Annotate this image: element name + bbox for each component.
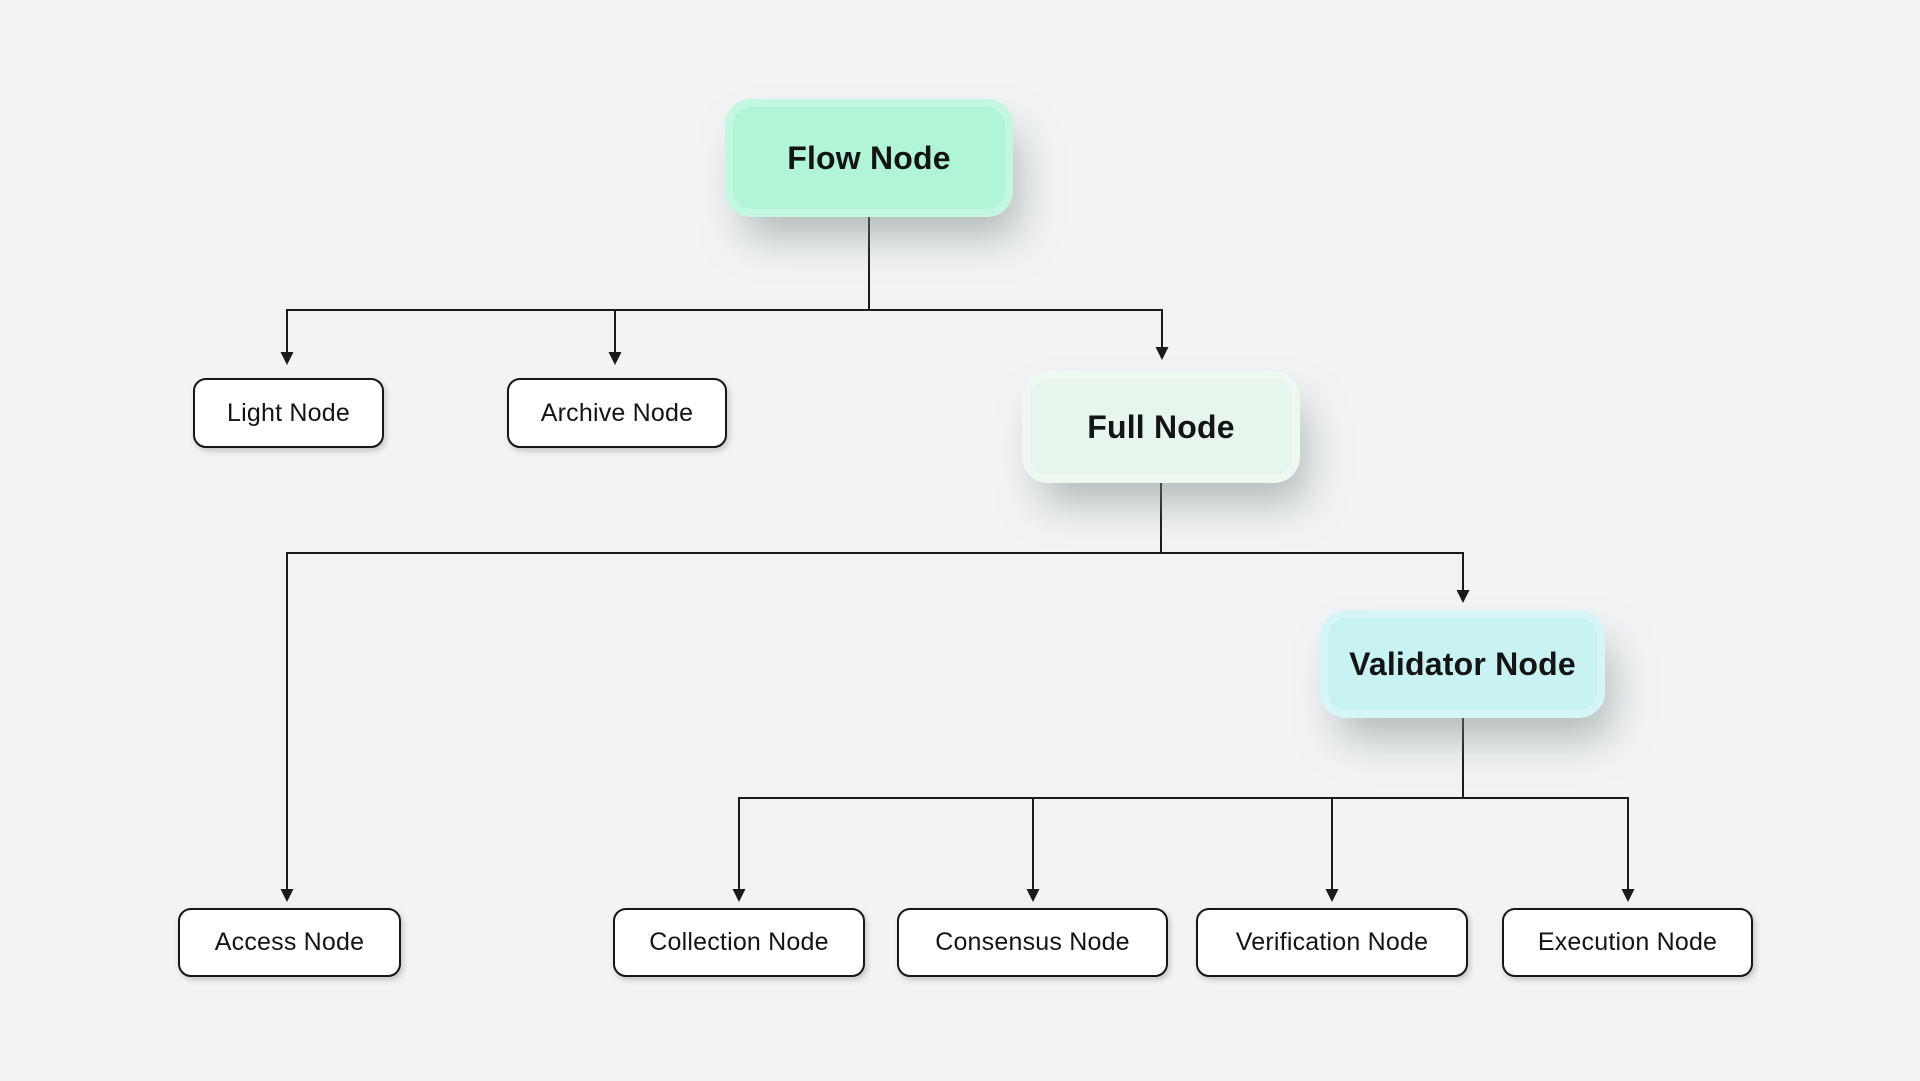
arrowhead-to-access-node bbox=[280, 889, 294, 902]
node-archive-node-label: Archive Node bbox=[540, 398, 694, 427]
node-flow-node-label: Flow Node bbox=[787, 139, 951, 176]
node-full-node-label: Full Node bbox=[1087, 408, 1235, 445]
node-light-node: Light Node bbox=[193, 378, 384, 448]
arrowhead-to-collection-node bbox=[732, 889, 746, 902]
arrowhead-to-full-node bbox=[1155, 347, 1169, 360]
arrowhead-to-archive-node bbox=[608, 352, 622, 365]
arrowhead-to-consensus-node bbox=[1026, 889, 1040, 902]
node-flow-node: Flow Node bbox=[725, 99, 1013, 217]
node-archive-node: Archive Node bbox=[507, 378, 727, 448]
edges-flow-node bbox=[280, 216, 1169, 365]
edges-validator-node bbox=[732, 717, 1635, 902]
edges-full-node bbox=[280, 482, 1470, 902]
node-collection-node-label: Collection Node bbox=[649, 928, 829, 956]
edge-line bbox=[738, 717, 1629, 889]
node-light-node-label: Light Node bbox=[227, 398, 350, 427]
arrowhead-to-validator-node bbox=[1456, 590, 1470, 603]
node-verification-node-label: Verification Node bbox=[1235, 928, 1429, 956]
arrowhead-to-execution-node bbox=[1621, 889, 1635, 902]
node-validator-node: Validator Node bbox=[1320, 610, 1605, 718]
node-consensus-node: Consensus Node bbox=[897, 908, 1168, 977]
arrowhead-to-verification-node bbox=[1325, 889, 1339, 902]
node-consensus-node-label: Consensus Node bbox=[935, 928, 1130, 956]
edge-line bbox=[286, 482, 1464, 889]
node-full-node: Full Node bbox=[1022, 371, 1300, 483]
node-execution-node-label: Execution Node bbox=[1537, 928, 1718, 956]
node-access-node: Access Node bbox=[178, 908, 401, 977]
node-validator-node-label: Validator Node bbox=[1349, 645, 1576, 682]
node-access-node-label: Access Node bbox=[214, 928, 365, 956]
node-execution-node: Execution Node bbox=[1502, 908, 1753, 977]
arrowhead-to-light-node bbox=[280, 352, 294, 365]
edge-line bbox=[286, 216, 1163, 352]
node-collection-node: Collection Node bbox=[613, 908, 865, 977]
node-verification-node: Verification Node bbox=[1196, 908, 1468, 977]
